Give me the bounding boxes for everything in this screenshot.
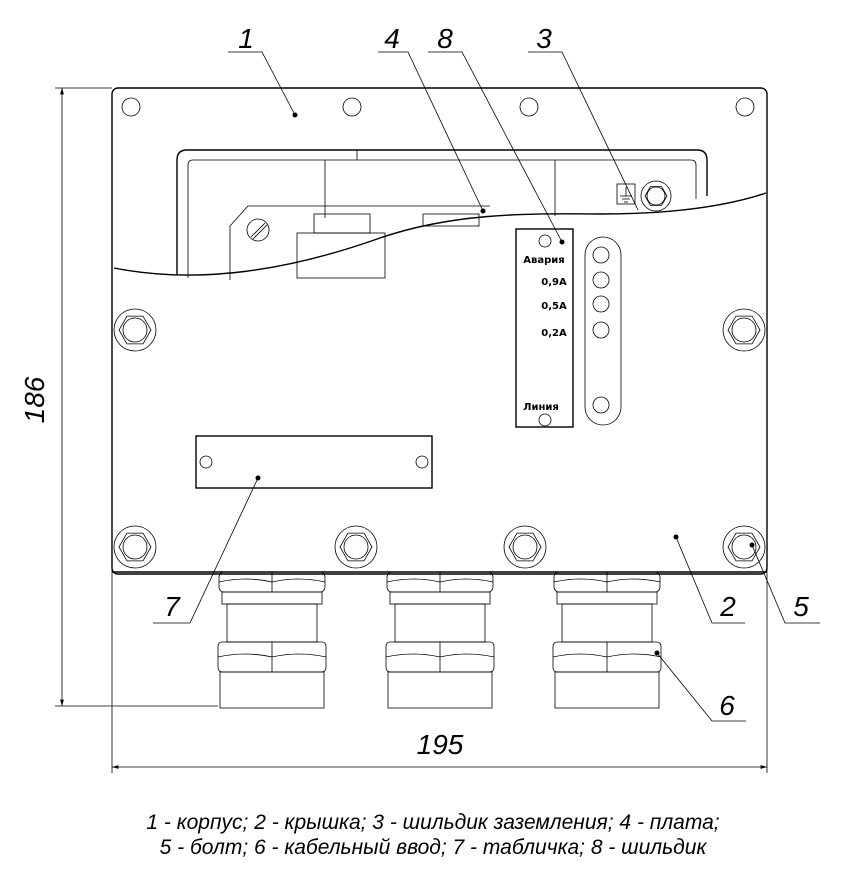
nameplate-line: Линия (523, 402, 559, 413)
callout-4: 4 (384, 23, 400, 54)
height-dimension-value: 186 (19, 376, 50, 423)
board-cavity (176, 149, 708, 280)
callout-2: 2 (719, 591, 736, 622)
width-dimension-value: 195 (417, 729, 464, 760)
leader-lines (153, 51, 820, 722)
nameplate-current-3: 0,2А (541, 328, 567, 339)
corner-screws (121, 97, 755, 117)
nameplate-current-2: 0,5А (541, 301, 567, 312)
nameplate-alarm: Авария (523, 255, 564, 266)
width-dimension: 195 (111, 110, 768, 773)
caption: 1 - корпус; 2 - крышка; 3 - шильдик зазе… (0, 810, 866, 860)
height-dimension: 186 (19, 87, 218, 707)
callout-8: 8 (437, 23, 453, 54)
plate (195, 435, 433, 489)
callout-1: 1 (238, 23, 254, 54)
caption-line-2: 5 - болт; 6 - кабельный ввод; 7 - таблич… (159, 836, 707, 859)
callout-7: 7 (164, 591, 181, 622)
cable-glands (217, 571, 662, 709)
nameplate: Авария 0,9А 0,5А 0,2А Линия (515, 228, 574, 428)
housing-outline (111, 87, 768, 575)
bolts (113, 308, 766, 569)
callout-6: 6 (719, 690, 735, 721)
callout-3: 3 (536, 23, 552, 54)
indicator-strip (584, 236, 622, 426)
callout-5: 5 (793, 591, 809, 622)
cover-break-line (113, 192, 767, 276)
nameplate-current-1: 0,9А (541, 277, 567, 288)
caption-line-1: 1 - корпус; 2 - крышка; 3 - шильдик зазе… (146, 811, 720, 834)
